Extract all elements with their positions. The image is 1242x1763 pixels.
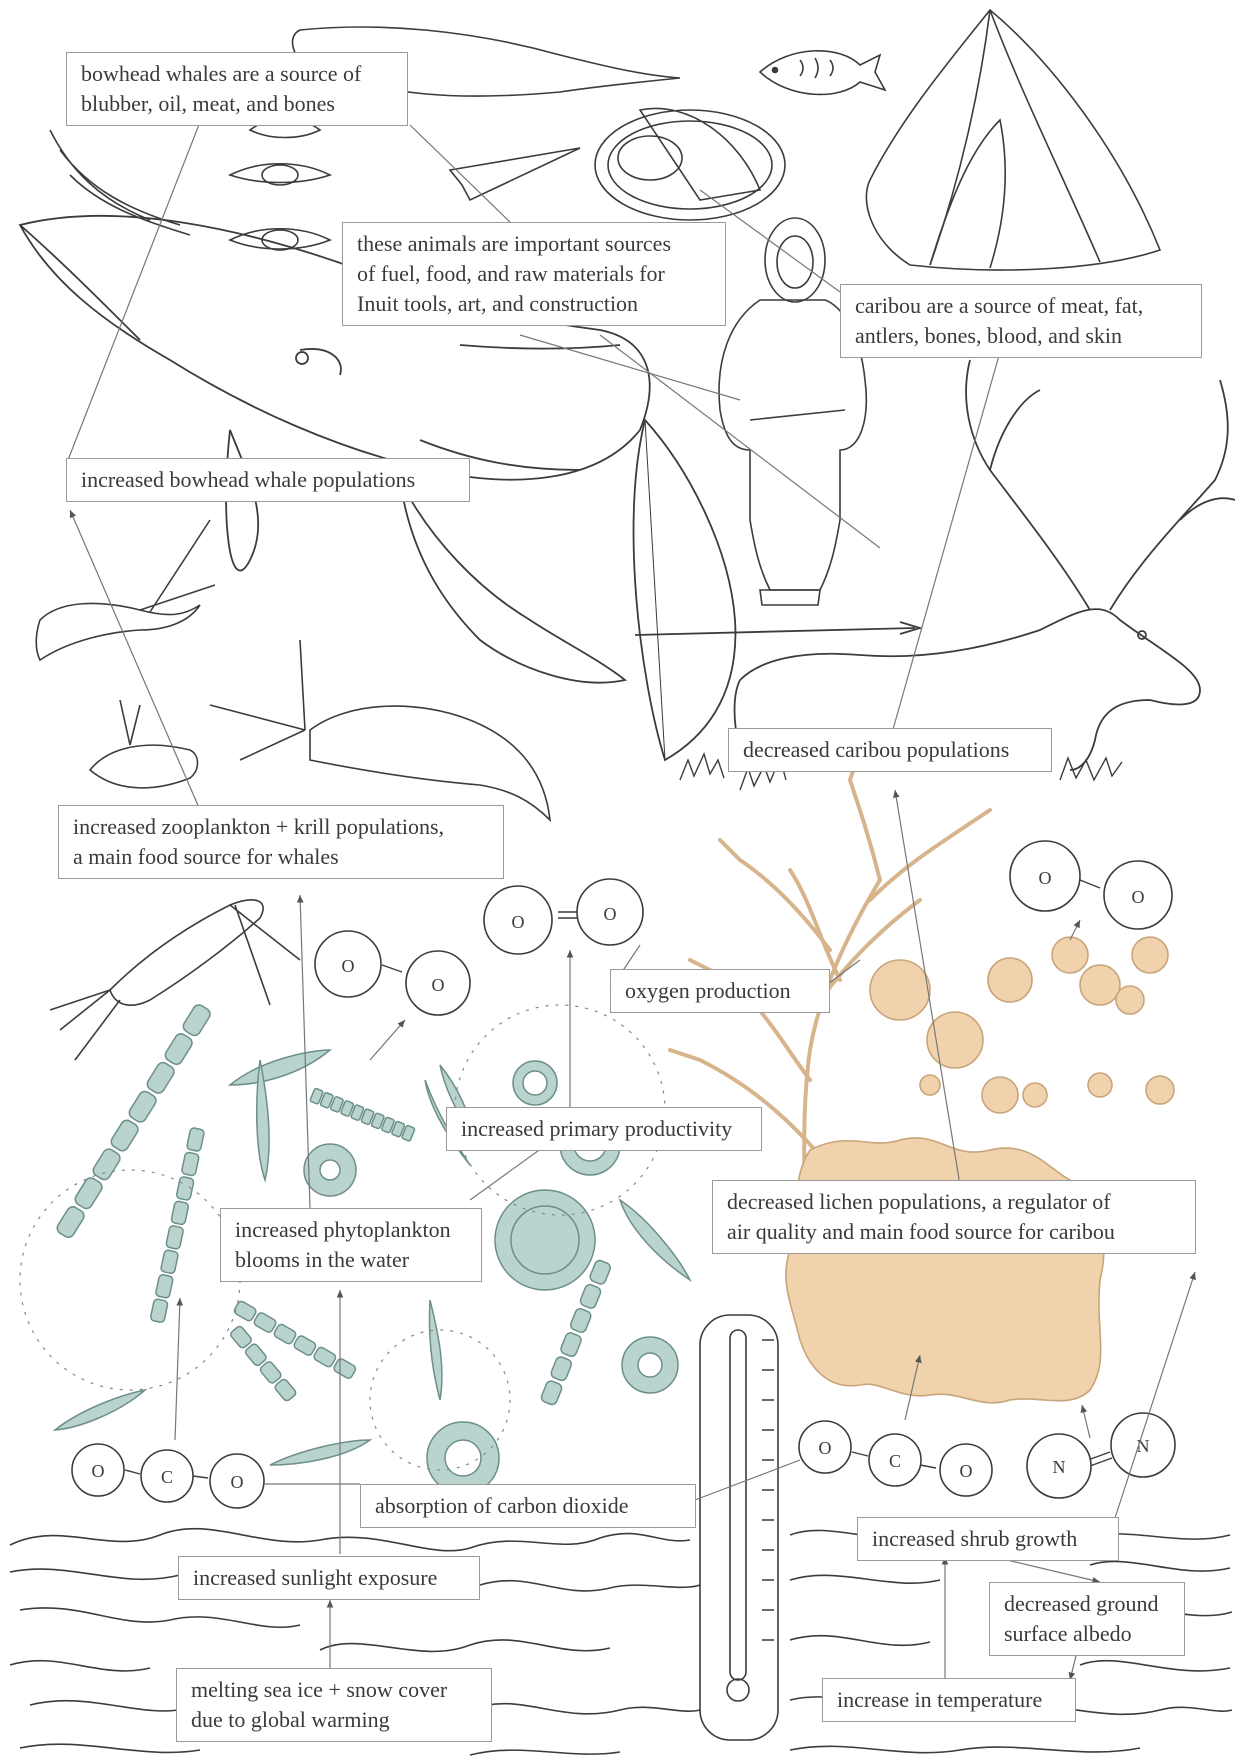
label-bowhead-source: bowhead whales are a source of blubber, …	[66, 52, 408, 126]
krill-icon	[90, 700, 198, 788]
label-decreased-ground-surface-albedo: decreased ground surface albedo	[989, 1582, 1185, 1656]
fish-icon	[760, 51, 885, 95]
nitrogen-molecule: N N	[1027, 1413, 1175, 1498]
label-increased-zooplankton: increased zooplankton + krill population…	[58, 805, 504, 879]
connector-sources-to-bow	[600, 335, 880, 548]
oxygen-atom-label: O	[1039, 868, 1052, 888]
connector-caribou-pop-to-source	[890, 352, 1000, 740]
oxygen-atom-label: O	[960, 1461, 973, 1481]
connector-shrub-to-lichen	[1115, 1272, 1195, 1518]
label-decreased-caribou-populations: decreased caribou populations	[728, 728, 1052, 772]
lichen-icon	[786, 937, 1174, 1403]
oxygen-atom-label: O	[604, 904, 617, 924]
label-increase-in-temperature: increase in temperature	[822, 1678, 1076, 1722]
connector-co2-to-blooms	[175, 1298, 180, 1440]
label-increased-phytoplankton-blooms: increased phytoplankton blooms in the wa…	[220, 1208, 482, 1282]
thermometer-icon	[700, 1315, 778, 1740]
label-oxygen-production: oxygen production	[610, 969, 830, 1013]
shrimp-icon	[36, 520, 550, 820]
oxygen-molecule: O O	[315, 931, 470, 1015]
copepod-icon	[50, 900, 300, 1060]
caribou-icon	[735, 360, 1235, 770]
oxygen-atom-label: O	[231, 1472, 244, 1492]
label-caribou-source: caribou are a source of meat, fat, antle…	[840, 284, 1202, 358]
label-melting-sea-ice: melting sea ice + snow cover due to glob…	[176, 1668, 492, 1742]
label-animals-sources: these animals are important sources of f…	[342, 222, 726, 326]
tent-icon	[866, 10, 1160, 270]
carbon-atom-label: C	[889, 1451, 901, 1471]
connector-n2-to-lichen	[1082, 1405, 1090, 1438]
oxygen-atom-label: O	[819, 1438, 832, 1458]
connector-sources-to-whale	[410, 125, 510, 222]
nitrogen-atom-label: N	[1053, 1457, 1066, 1477]
connector-whale-pop-to-source	[68, 122, 200, 460]
label-increased-sunlight-exposure: increased sunlight exposure	[178, 1556, 480, 1600]
label-increased-primary-productivity: increased primary productivity	[446, 1107, 762, 1151]
oxygen-molecule: O O	[484, 879, 643, 954]
arrowhead-icon	[450, 148, 580, 200]
label-absorption-of-carbon-dioxide: absorption of carbon dioxide	[360, 1484, 696, 1528]
inuit-hunter-icon	[719, 218, 866, 605]
label-decreased-lichen-populations: decreased lichen populations, a regulato…	[712, 1180, 1196, 1254]
oxygen-molecule: O O	[1010, 841, 1172, 929]
connector-blooms-to-oxygen	[370, 1020, 405, 1060]
oxygen-atom-label: O	[1132, 887, 1145, 907]
connector-zooplankton-to-whales	[70, 510, 200, 810]
oxygen-atom-label: O	[342, 956, 355, 976]
oxygen-atom-label: O	[92, 1461, 105, 1481]
label-increased-shrub-growth: increased shrub growth	[857, 1517, 1119, 1561]
carbon-atom-label: C	[161, 1467, 173, 1487]
whale-vertebrae-icon	[50, 119, 330, 250]
oxygen-atom-label: O	[432, 975, 445, 995]
food-bowl-icon	[595, 108, 785, 220]
connector-sources-to-hunter	[520, 335, 740, 400]
label-increased-whale-populations: increased bowhead whale populations	[66, 458, 470, 502]
carbon-dioxide-molecule: O C O	[799, 1421, 992, 1496]
carbon-dioxide-molecule: O C O	[72, 1444, 264, 1508]
oxygen-atom-label: O	[512, 912, 525, 932]
